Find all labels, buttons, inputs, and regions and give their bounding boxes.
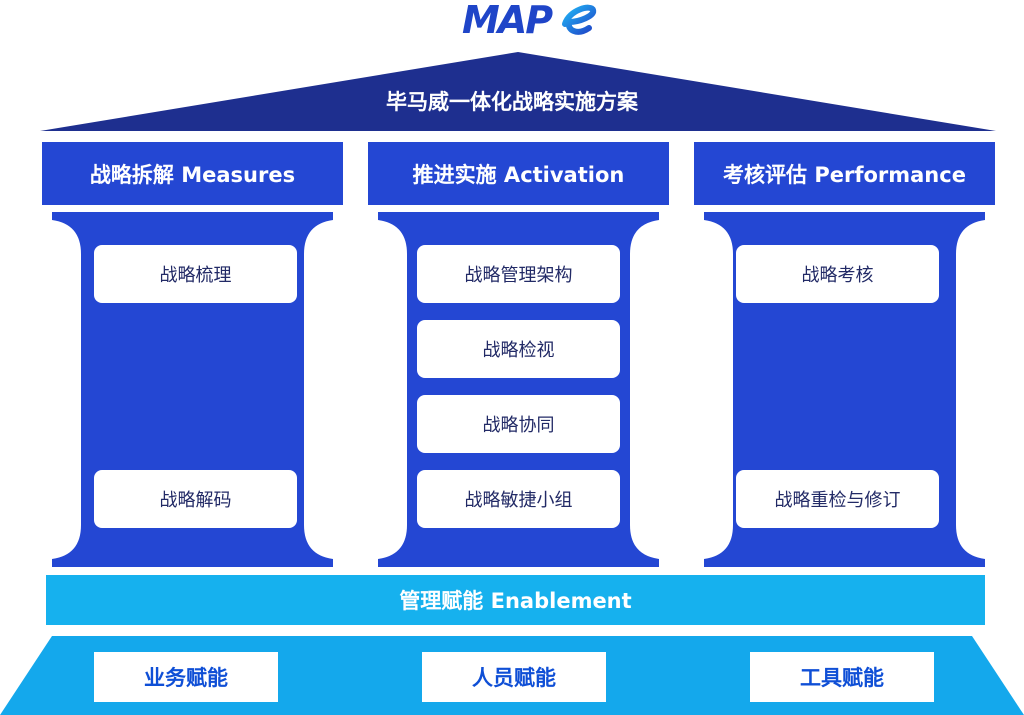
map-logo: MAP (452, 0, 602, 40)
pillar-body-measures: 战略梳理 战略解码 (42, 212, 343, 567)
roof-title: 毕马威一体化战略实施方案 (386, 90, 638, 114)
foundation-people-enablement: 人员赋能 (422, 652, 606, 702)
card-strategy-recheck-revision: 战略重检与修订 (736, 470, 939, 528)
card-strategy-review: 战略检视 (417, 320, 620, 378)
card-strategy-management-structure: 战略管理架构 (417, 245, 620, 303)
e-swirl-icon (562, 4, 597, 35)
roof (40, 52, 996, 131)
card-strategy-sorting: 战略梳理 (94, 245, 297, 303)
pillar-header-performance: 考核评估 Performance (694, 142, 995, 205)
logo-text: MAP (462, 0, 553, 42)
foundation-tools-enablement: 工具赋能 (750, 652, 934, 702)
pillar-body-activation: 战略管理架构 战略检视 战略协同 战略敏捷小组 (368, 212, 669, 567)
pillar-body-performance: 战略考核 战略重检与修订 (694, 212, 995, 567)
card-strategy-decoding: 战略解码 (94, 470, 297, 528)
enablement-bar: 管理赋能 Enablement (46, 575, 985, 625)
foundation-business-enablement: 业务赋能 (94, 652, 278, 702)
card-strategy-coordination: 战略协同 (417, 395, 620, 453)
card-strategy-assessment: 战略考核 (736, 245, 939, 303)
pillar-header-measures: 战略拆解 Measures (42, 142, 343, 205)
pillar-header-activation: 推进实施 Activation (368, 142, 669, 205)
card-strategy-agile-team: 战略敏捷小组 (417, 470, 620, 528)
